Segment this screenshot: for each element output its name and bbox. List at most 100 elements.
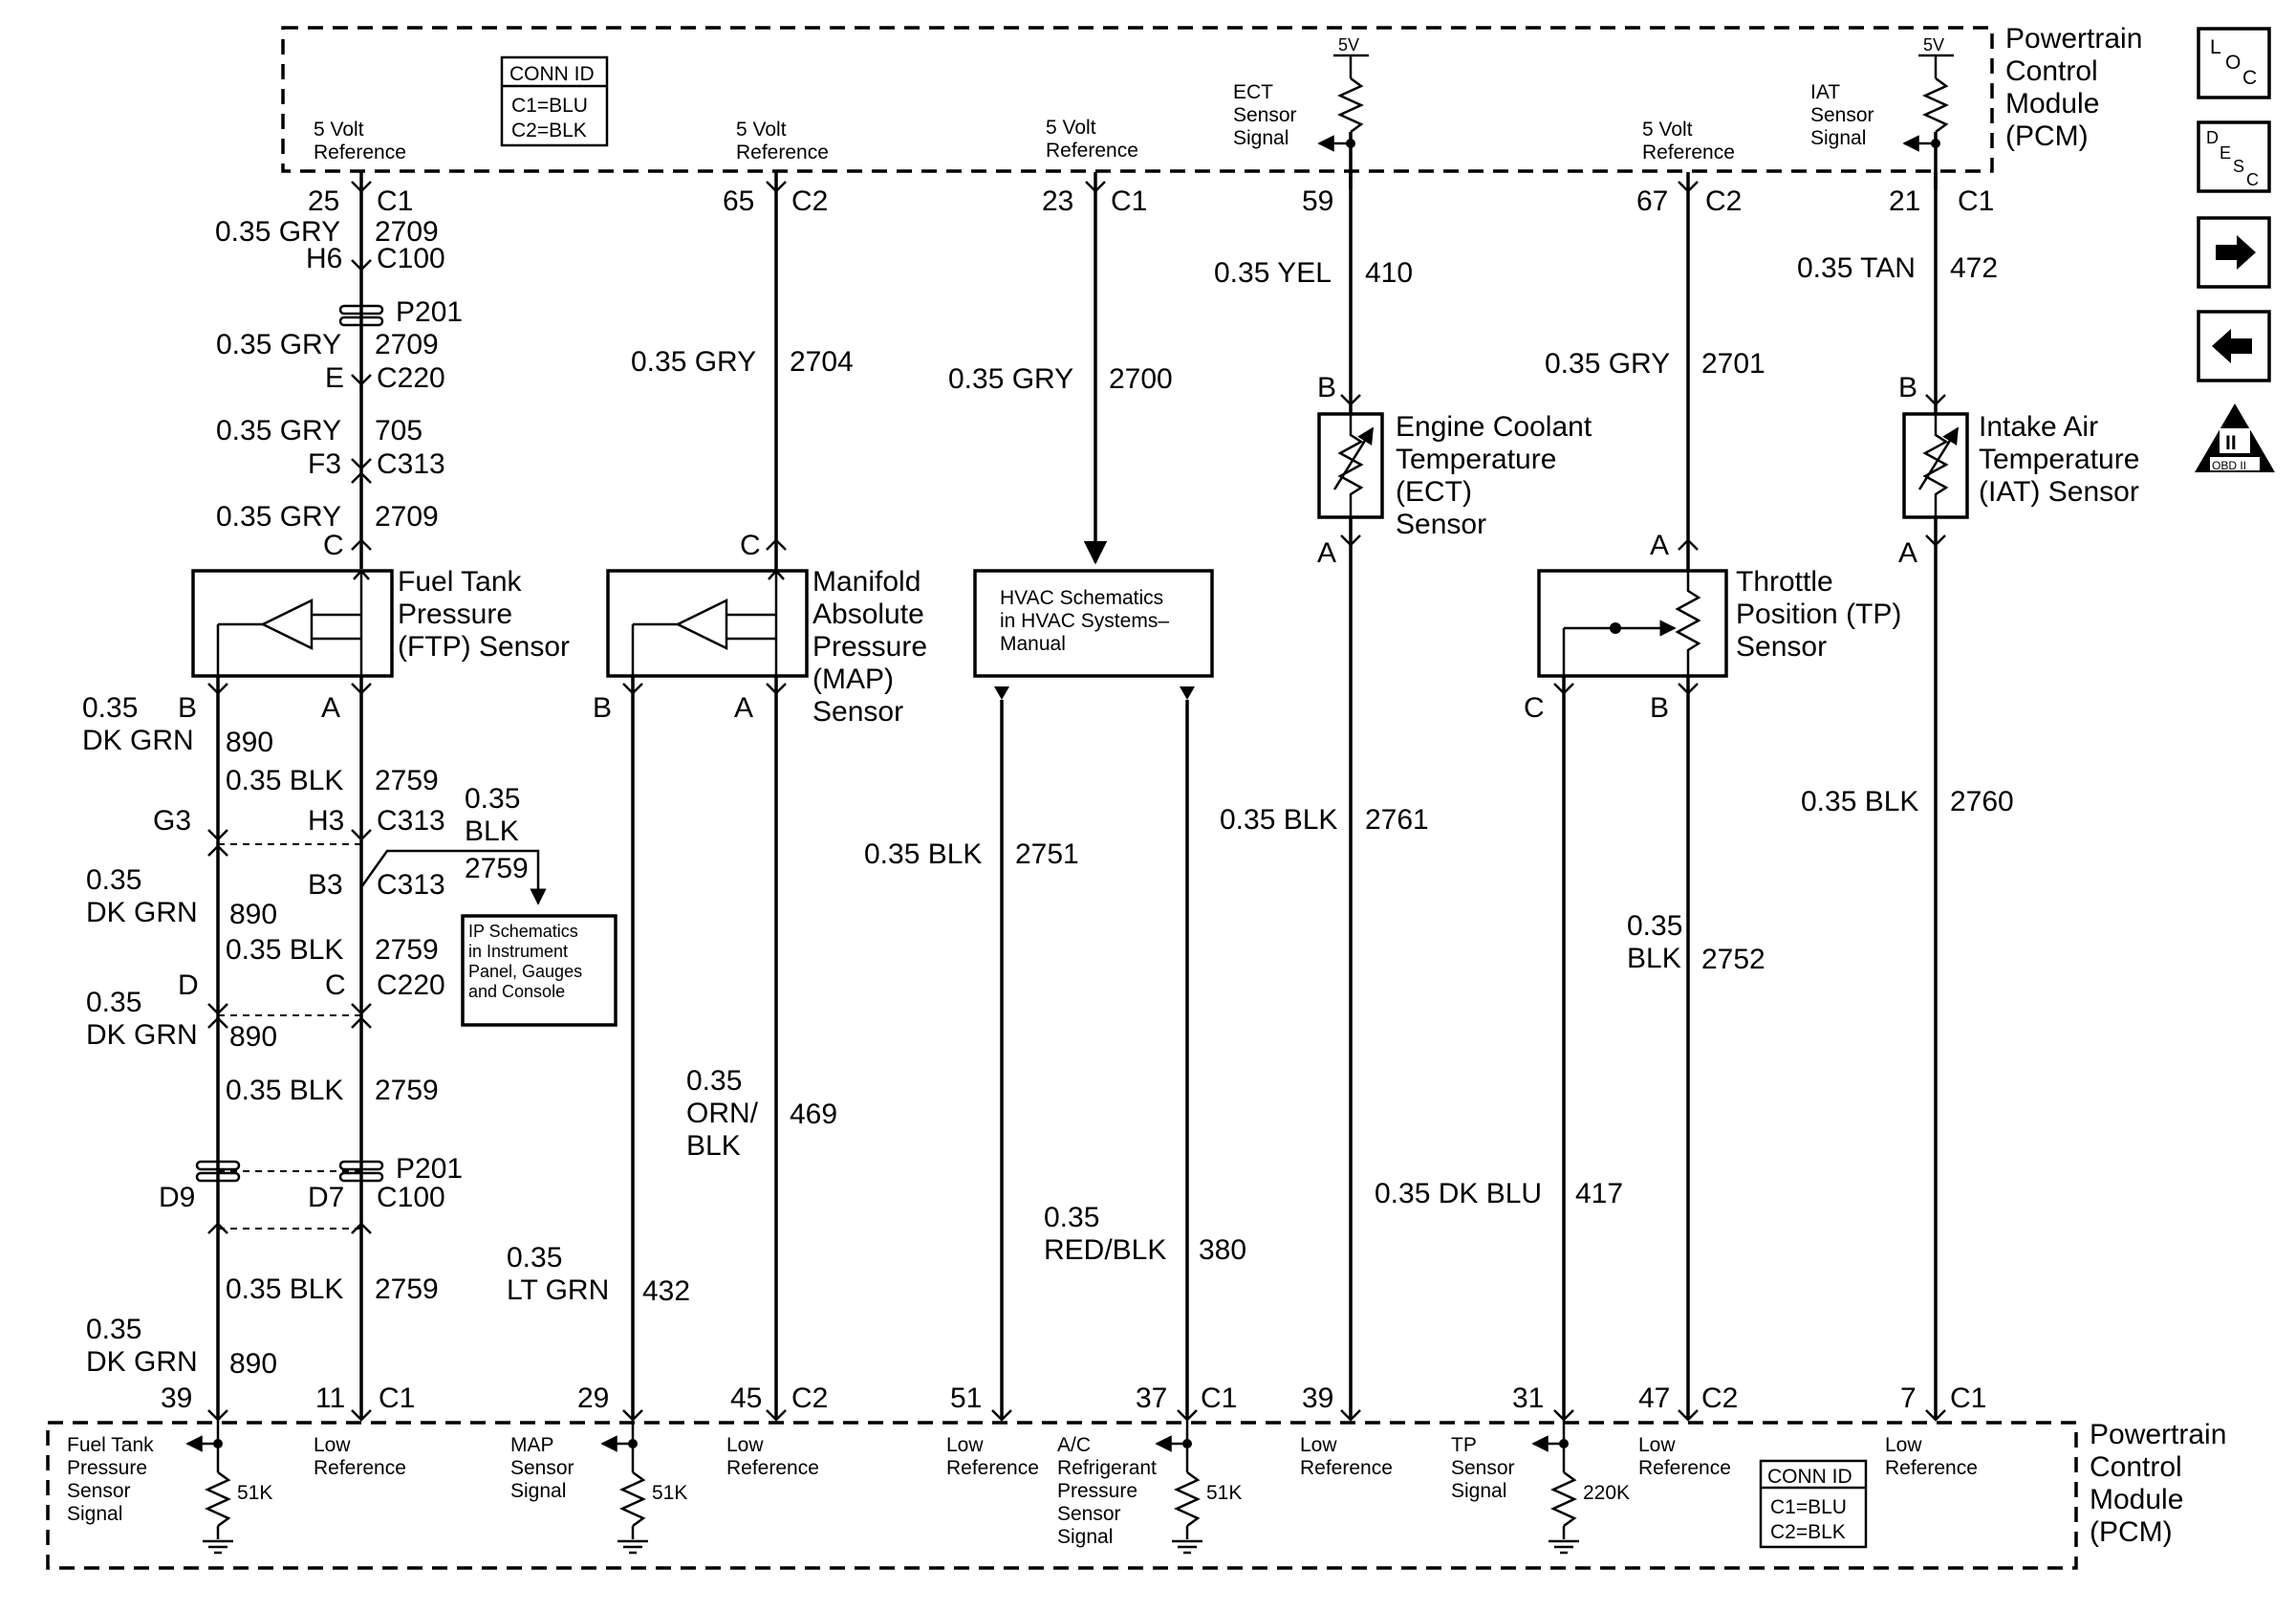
conn-d7: D7 (308, 1182, 344, 1213)
svg-text:59: 59 (1302, 185, 1333, 217)
svg-text:7: 7 (1900, 1382, 1917, 1414)
resistor-ftp: 51K (185, 1420, 272, 1555)
arrow-left-icon (2212, 329, 2252, 363)
svg-text:C2=BLK: C2=BLK (511, 120, 587, 142)
bottom-pins: 39 11 C1 29 45 C2 51 37 C1 39 31 47 C2 7… (161, 1382, 1986, 1414)
svg-text:220K: 220K (1583, 1482, 1630, 1504)
svg-text:C: C (2242, 67, 2257, 89)
svg-text:C1: C1 (1111, 185, 1147, 217)
svg-text:CONN ID: CONN ID (509, 63, 595, 85)
ect-pin-b: B (1317, 372, 1336, 403)
wire-label-2709-c: 0.35 GRY (216, 501, 341, 533)
wire-ip-branch (359, 849, 547, 905)
circuit-2759-b: 2759 (375, 934, 439, 966)
tp-pin-b: B (1650, 692, 1669, 724)
wire-label-2709-a: 0.35 GRY (215, 216, 340, 248)
ftp-pin-c: C (323, 530, 344, 561)
circuit-2759-ip: 2759 (465, 853, 529, 884)
map-pin-b: B (593, 692, 612, 724)
svg-text:E: E (2220, 143, 2231, 163)
svg-text:C1=BLU: C1=BLU (1770, 1496, 1847, 1518)
svg-text:C2: C2 (1701, 1382, 1738, 1414)
next-button[interactable] (2197, 216, 2271, 289)
circuit-2704: 2704 (790, 346, 854, 378)
loc-button[interactable]: L O C (2197, 27, 2271, 99)
svg-text:51K: 51K (237, 1482, 272, 1504)
circuit-432: 432 (642, 1275, 690, 1307)
svg-text:45: 45 (730, 1382, 762, 1414)
svg-text:5V: 5V (1923, 35, 1944, 54)
circuit-2700: 2700 (1109, 363, 1173, 395)
circuit-380: 380 (1199, 1234, 1246, 1266)
conn-id-bottom: CONN ID C1=BLU C2=BLK (1759, 1459, 1868, 1549)
desc-icon: D (2206, 128, 2219, 147)
conn-e: E (325, 362, 344, 394)
svg-text:CONN ID: CONN ID (1767, 1466, 1852, 1488)
circuit-890-d: 890 (229, 1348, 277, 1380)
circuit-2709-a: 2709 (375, 216, 439, 248)
circuit-410: 410 (1365, 257, 1413, 289)
wire-label-417: 0.35 DK BLU (1375, 1178, 1542, 1209)
svg-text:25: 25 (308, 185, 339, 217)
circuit-2709-b: 2709 (375, 329, 439, 360)
svg-text:C2: C2 (1705, 185, 1742, 217)
wire-label-472: 0.35 TAN (1797, 252, 1916, 284)
svg-text:51: 51 (950, 1382, 982, 1414)
conn-c100-b: C100 (377, 1182, 445, 1213)
conn-c313-c: C313 (377, 869, 445, 901)
iat-pin-a: A (1898, 537, 1917, 569)
splice-label-p201-b: P201 (396, 1153, 463, 1185)
circuit-472: 472 (1950, 252, 1998, 284)
iat-lower-chevrons (1925, 534, 1946, 1422)
conn-c313-b: C313 (377, 805, 445, 837)
wire-label-2751: 0.35 BLK (864, 838, 982, 870)
conn-h3: H3 (308, 805, 344, 837)
circuit-705: 705 (375, 415, 422, 446)
ect-pin-a: A (1317, 537, 1336, 569)
svg-text:S: S (2233, 157, 2244, 176)
conn-c100-a: C100 (377, 243, 445, 274)
wire-label-2709-b: 0.35 GRY (216, 329, 341, 360)
previous-button[interactable] (2197, 310, 2271, 382)
wire-label-2759-b: 0.35 BLK (226, 934, 343, 966)
arrow-right-icon (2216, 235, 2256, 270)
circuit-2759-d: 2759 (375, 1274, 439, 1305)
svg-text:C: C (2246, 170, 2259, 189)
tp-pin-a: A (1650, 530, 1669, 561)
circuit-2752: 2752 (1701, 944, 1765, 975)
svg-text:C1: C1 (1958, 185, 1994, 217)
top-pin-21: 21 C1 (1889, 185, 1994, 217)
obd-ii-button[interactable]: II OBD II (2195, 403, 2275, 472)
wire-label-2761: 0.35 BLK (1220, 804, 1337, 836)
svg-text:21: 21 (1889, 185, 1920, 217)
circuit-2759-c: 2759 (375, 1075, 439, 1106)
conn-d: D (178, 969, 199, 1001)
desc-button[interactable]: D E S C (2197, 120, 2271, 193)
svg-text:C1: C1 (1201, 1382, 1237, 1414)
conn-d9: D9 (159, 1182, 195, 1213)
splice-p201-top (338, 304, 384, 327)
svg-text:C2=BLK: C2=BLK (1770, 1521, 1846, 1543)
